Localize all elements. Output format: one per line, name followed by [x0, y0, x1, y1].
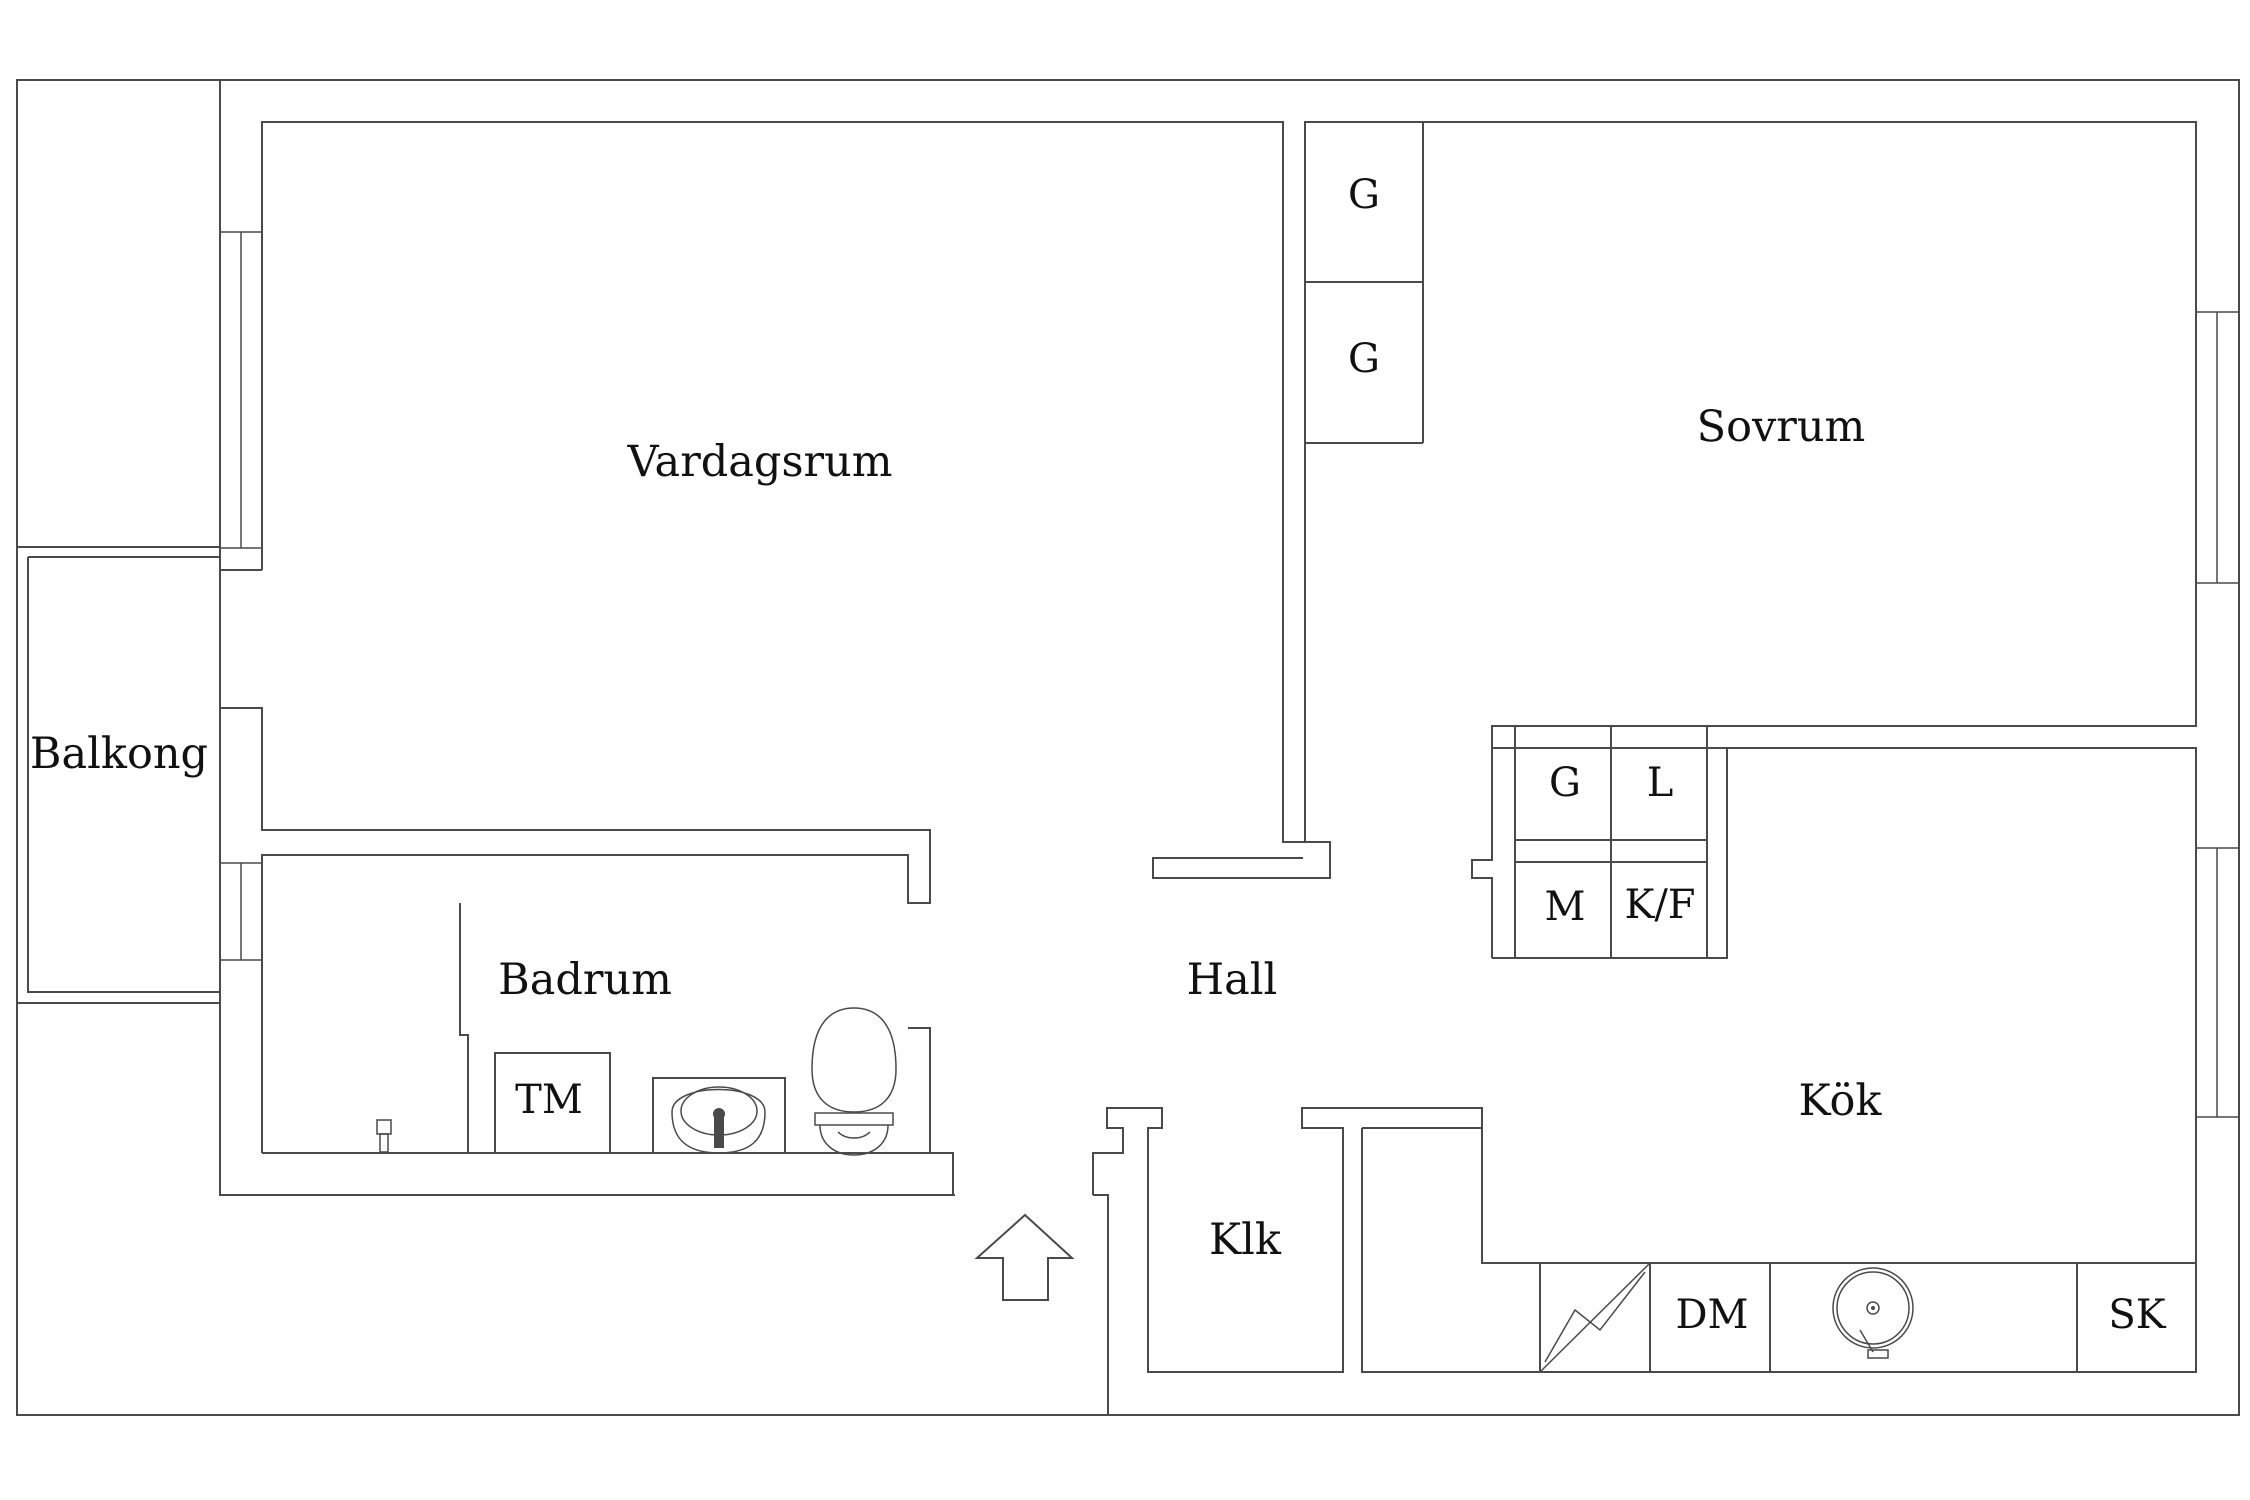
electric-panel-icon [1539, 1262, 1651, 1373]
window-kok [2196, 847, 2239, 1118]
window-vardagsrum [220, 231, 262, 549]
window-badrum [220, 862, 262, 961]
label-sovrum: Sovrum [1697, 402, 1866, 452]
label-badrum: Badrum [498, 955, 672, 1005]
window-sovrum [2196, 311, 2239, 584]
label-klk: Klk [1209, 1215, 1282, 1265]
floor-drain-icon [376, 1119, 392, 1153]
label-kok: Kök [1799, 1076, 1883, 1126]
appliance-niche [1471, 726, 1708, 958]
kitchen-counter-dividers [1649, 1263, 2078, 1372]
label-kyl-frys: K/F [1624, 882, 1695, 928]
label-garderob-3: G [1549, 760, 1581, 806]
outer-boundary [16, 79, 2240, 1416]
entrance-arrow-icon [974, 1213, 1075, 1301]
vardagsrum-walls [261, 121, 1331, 879]
vardagsrum-west-lower [220, 569, 931, 1153]
kok-counter [1361, 1127, 2197, 1373]
entrance-corridor [1092, 1107, 2196, 1373]
west-wall [219, 80, 955, 1196]
label-tvattmaskin: TM [515, 1077, 583, 1123]
label-mikro: M [1545, 884, 1586, 930]
label-balkong: Balkong [30, 729, 208, 779]
label-vardagsrum: Vardagsrum [626, 437, 892, 487]
toilet-icon [811, 1007, 897, 1156]
label-hall: Hall [1187, 955, 1278, 1005]
corridor-west [1093, 1194, 1109, 1415]
badrum-south [262, 1152, 954, 1195]
label-diskmaskin: DM [1675, 1292, 1748, 1338]
badrum-partition [459, 903, 469, 1153]
tvattmaskin-box [494, 1052, 611, 1154]
label-linneskap: L [1647, 760, 1674, 806]
balcony-outline [17, 546, 220, 1004]
badrum-door-jamb [908, 1027, 931, 1153]
sovrum-closets [1305, 122, 1424, 444]
sovrum-walls [1304, 121, 2197, 959]
label-garderob-2: G [1348, 336, 1380, 382]
sink-icon [671, 1086, 766, 1154]
label-skap: SK [2108, 1292, 2166, 1338]
label-garderob-1: G [1348, 172, 1380, 218]
kitchen-sink-icon [1832, 1267, 1914, 1359]
kok-walls [1727, 747, 2197, 1372]
